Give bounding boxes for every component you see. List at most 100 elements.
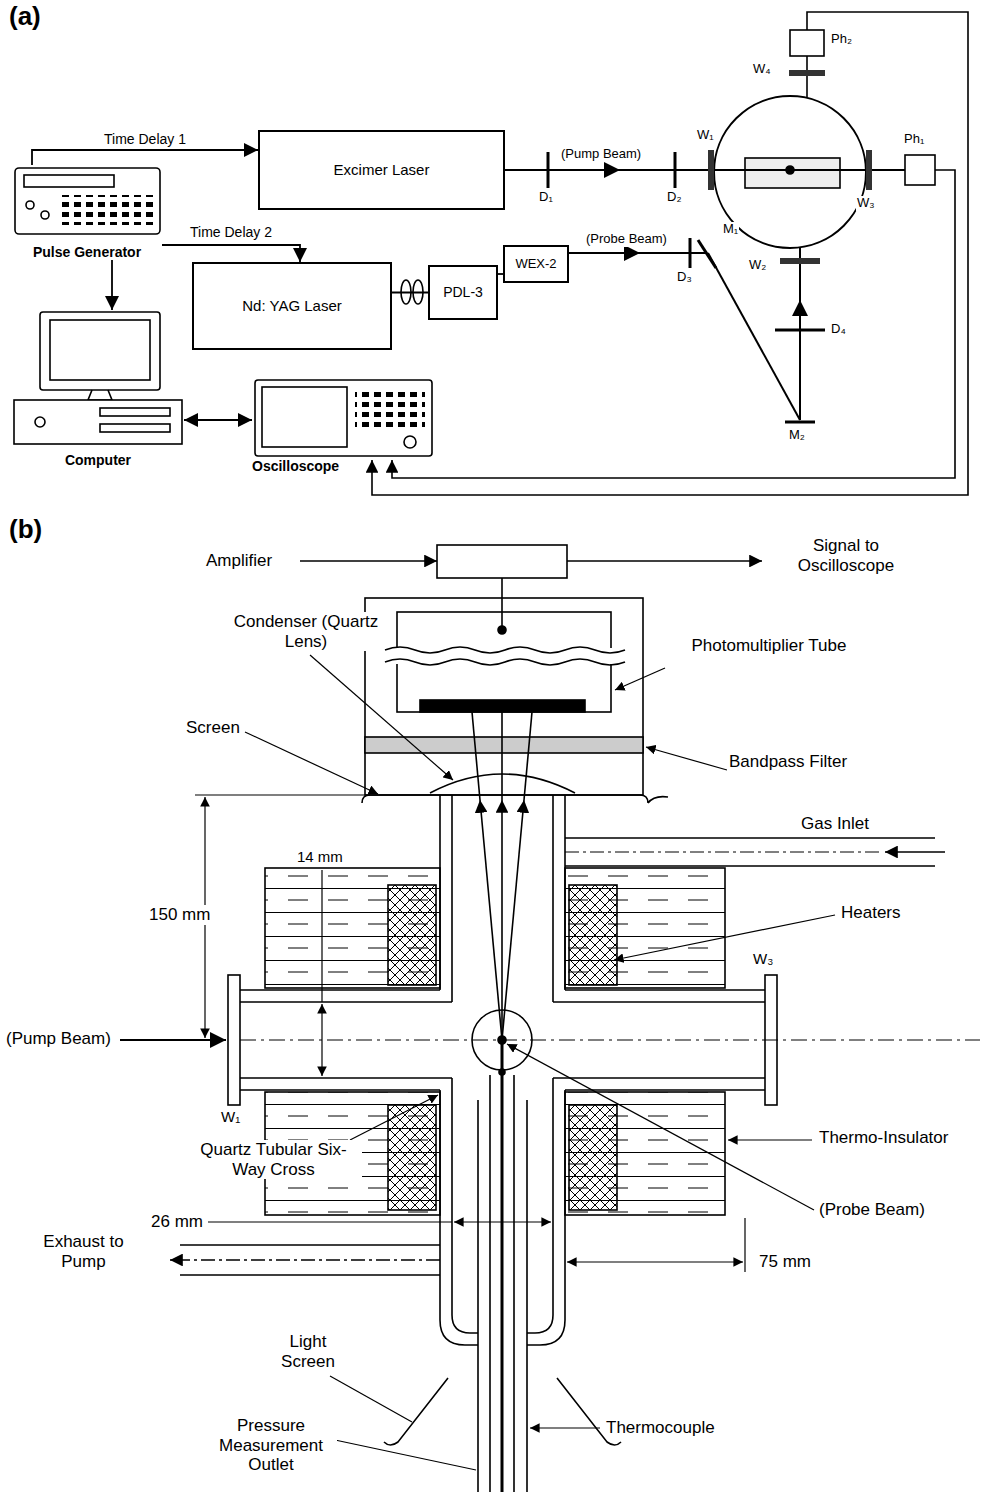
part-label: W₃ (856, 196, 876, 211)
laser-box: Excimer Laser (258, 130, 505, 210)
part-label: (Pump Beam) (5, 1029, 112, 1049)
fluorescence-rays (472, 712, 532, 1040)
node-label: Nd: YAG Laser (242, 297, 342, 314)
insulation-blocks (265, 868, 440, 988)
node-label: Pulse Generator (33, 244, 141, 260)
leader-lines (335, 1440, 476, 1470)
part-label: Ph₂ (830, 32, 853, 47)
node-label: PDL-3 (443, 284, 483, 300)
six-way-cross (527, 1078, 565, 1345)
oscilloscope-icon (404, 436, 416, 448)
pulse-generator-icon (26, 201, 34, 209)
signal-connector (184, 419, 252, 421)
pump-beam-a (505, 169, 620, 171)
photomultiplier-housing (362, 795, 668, 803)
leader-lines (330, 1376, 412, 1422)
gas-inlet-pipe (565, 838, 935, 866)
dimension-lines (321, 870, 322, 1002)
part-label: Photomultiplier Tube (668, 636, 870, 656)
amplifier (437, 545, 567, 578)
photodiodes (806, 76, 808, 97)
part-label: (Probe Beam) (585, 232, 668, 247)
probe-beam-a (569, 252, 640, 254)
leader-lines (507, 1044, 814, 1210)
amplifier (498, 626, 506, 634)
pulse-generator-icon (24, 175, 114, 187)
part-label: Condenser (Quartz Lens) (230, 612, 382, 651)
pulse-generator-icon (15, 168, 160, 234)
mirrors (698, 240, 716, 268)
dimension-lines (567, 1261, 743, 1262)
fluorescence-rays (501, 712, 503, 800)
pulse-generator: Pulse Generator (12, 165, 162, 260)
dimension-lines (195, 795, 745, 1272)
computer-icon (100, 408, 170, 416)
oscilloscope-icon (355, 390, 425, 430)
signal-connector (162, 245, 300, 262)
probe-beam-a (640, 252, 706, 254)
photomultiplier-housing (385, 647, 625, 665)
signal-connector (32, 150, 258, 165)
signal-wires (372, 12, 968, 495)
signal-wires (392, 170, 955, 478)
windows (708, 70, 872, 264)
pump-beam-a (620, 169, 708, 171)
part-label: W₁ (696, 128, 715, 143)
computer-icon (35, 417, 45, 427)
probe-beam-a (799, 300, 801, 420)
gas-inlet-pipe (565, 852, 880, 853)
photodiodes (790, 30, 935, 185)
mirrors (698, 240, 815, 422)
part-label: D₃ (676, 270, 693, 285)
pulse-generator-icon (41, 211, 49, 219)
oscilloscope-icon (262, 387, 347, 447)
heaters (569, 1105, 617, 1210)
probe-beam-a (708, 253, 800, 420)
dimension-lines (195, 794, 370, 795)
dye-laser-box: PDL-3 (428, 265, 498, 320)
part-label: M₂ (788, 428, 806, 443)
diaphragms (674, 152, 677, 188)
reaction-cell (714, 96, 866, 248)
six-way-cross (440, 1078, 478, 1345)
thermocouple-well (478, 1040, 527, 1492)
windows (708, 150, 714, 190)
leader-lines (728, 1139, 812, 1140)
photodiodes (790, 30, 824, 56)
computer-icon (14, 400, 182, 444)
fluorescence-rays (502, 800, 524, 1040)
part-label: Screen (185, 718, 241, 738)
light-screen (384, 1378, 621, 1445)
part-label: D₂ (666, 190, 682, 205)
part-label: Ph₁ (903, 132, 925, 147)
signal-wires (372, 12, 968, 495)
part-label: W₂ (748, 258, 767, 273)
node-label: Oscilloscope (252, 458, 339, 474)
pump-beam-b (120, 1039, 226, 1041)
wavelength-extender-box: WEX-2 (503, 245, 569, 283)
photomultiplier-housing (362, 598, 668, 803)
part-label: Signal to Oscilloscope (770, 536, 922, 575)
panel-letter: (a) (8, 2, 42, 32)
computer: Computer (12, 310, 184, 468)
probe-beam-a (569, 248, 800, 420)
leader-lines (245, 655, 835, 1470)
part-label: Gas Inlet (800, 814, 870, 834)
part-label: Pressure Measurement Outlet (205, 1416, 337, 1475)
node-label: WEX-2 (515, 257, 556, 272)
photodiodes (905, 155, 935, 185)
part-label: 75 mm (758, 1252, 812, 1272)
fluorescence-rays (472, 712, 480, 800)
probe-beam-a (799, 248, 801, 258)
leader-lines (350, 1095, 438, 1140)
part-label: Quartz Tubular Six-Way Cross (185, 1140, 362, 1179)
computer-icon (88, 390, 112, 400)
leader-lines (615, 668, 665, 690)
pump-beam-b (120, 1039, 980, 1041)
pump-beam-b (240, 1040, 980, 1041)
part-label: Thermocouple (605, 1418, 716, 1438)
part-label: Thermo-Insulator (818, 1128, 949, 1148)
gas-inlet-pipe (885, 851, 945, 853)
exhaust-pipe (170, 1259, 440, 1261)
